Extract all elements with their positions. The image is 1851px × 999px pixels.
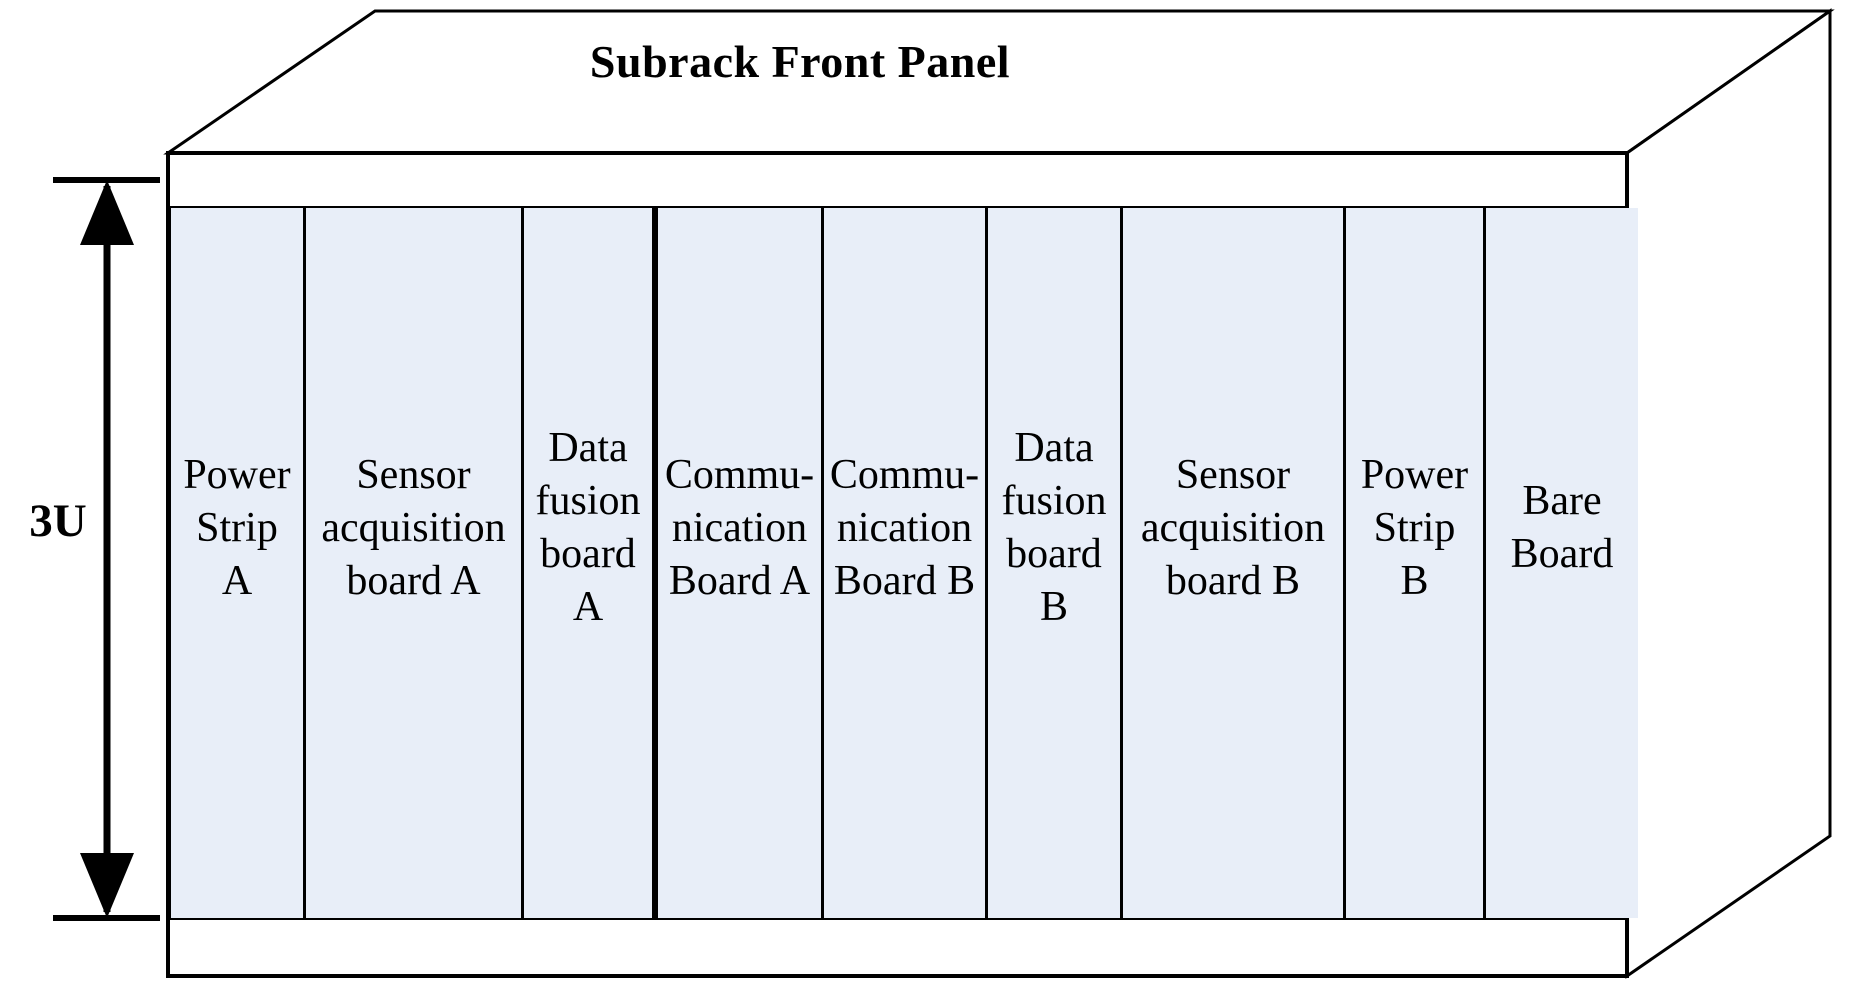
card-slot[interactable]: Sensor acquisition board A [303, 208, 521, 918]
dimension-arrow-head-bottom [80, 853, 134, 918]
height-dimension-label: 3U [29, 495, 87, 547]
card-slot-label: Power Strip A [183, 451, 291, 604]
card-slot-label: Data fusion board B [1001, 425, 1107, 630]
card-slot-label: Sensor acquisition board A [321, 451, 506, 604]
card-slot[interactable]: Sensor acquisition board B [1120, 208, 1343, 918]
right-side-face [1625, 8, 1832, 979]
card-slot[interactable]: Power Strip A [168, 208, 303, 918]
dimension-arrow-head-top [80, 180, 134, 245]
card-slot[interactable]: Commu- nication Board B [821, 208, 985, 918]
card-slot-label: Commu- nication Board A [664, 451, 815, 604]
card-slot-label: Power Strip B [1360, 451, 1469, 604]
card-slot-label: Bare Board [1510, 478, 1614, 577]
page-title: Subrack Front Panel [589, 36, 1011, 87]
card-slot[interactable]: Power Strip B [1343, 208, 1483, 918]
card-slot-label: Commu- nication Board B [829, 451, 980, 604]
card-slot-label: Data fusion board A [535, 425, 641, 630]
card-slot[interactable]: Data fusion board B [985, 208, 1120, 918]
card-slot[interactable]: Bare Board [1483, 208, 1638, 918]
card-slot[interactable]: Commu- nication Board A [652, 208, 821, 918]
card-slot[interactable]: Data fusion board A [521, 208, 652, 918]
card-slot-label: Sensor acquisition board B [1140, 451, 1326, 604]
